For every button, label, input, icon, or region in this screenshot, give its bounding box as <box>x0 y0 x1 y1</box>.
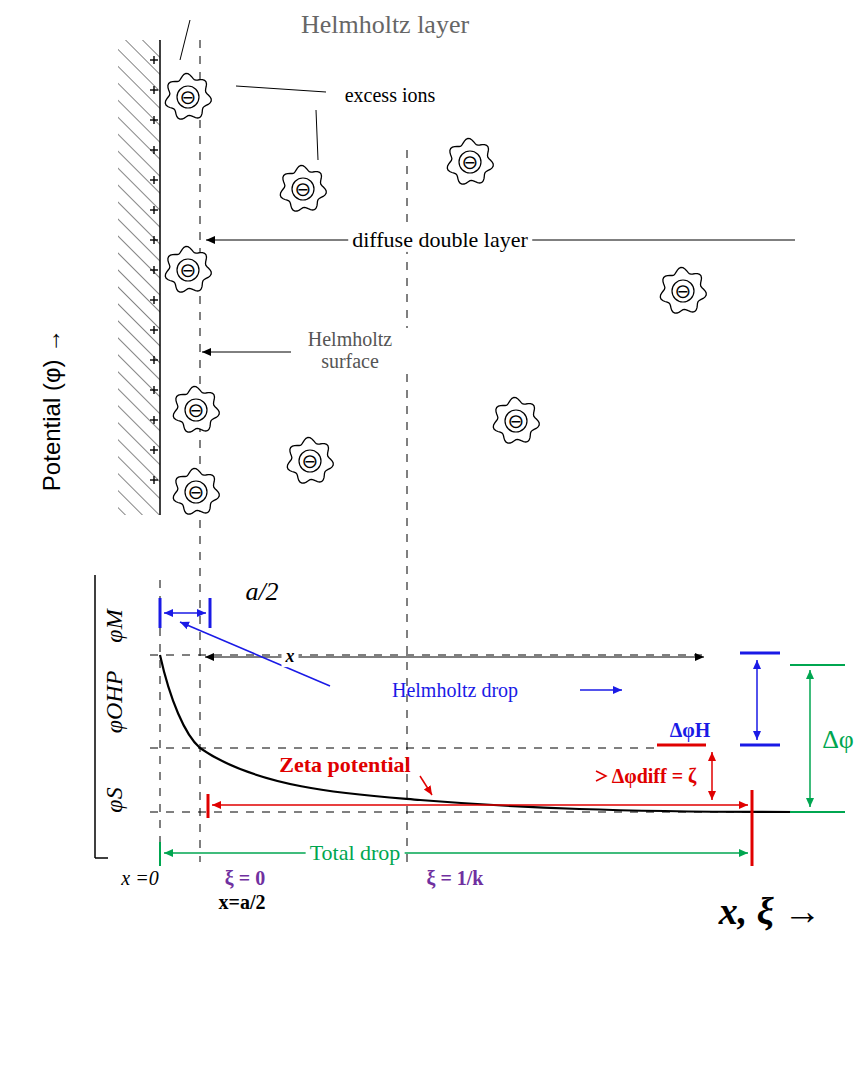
ion-charge: ⊖ <box>488 393 544 449</box>
ion-charge: ⊖ <box>442 134 498 190</box>
region-label: Helmholtz layer <box>301 11 469 40</box>
potential-level: φOHP <box>101 671 127 734</box>
region-label: diffuse double layer <box>348 228 532 252</box>
axis-tick-label: x=a/2 <box>219 891 266 913</box>
dimension-label: a/2 <box>245 578 278 607</box>
excess-ion: ⊖ <box>160 69 216 125</box>
excess-ion: ⊖ <box>282 433 338 489</box>
ion-charge: ⊖ <box>282 433 338 489</box>
potential-level: φS <box>101 787 127 812</box>
ion-charge: ⊖ <box>275 161 331 217</box>
ion-charge: ⊖ <box>160 242 216 298</box>
distance-label: x <box>282 647 299 667</box>
excess-ion: ⊖ <box>160 242 216 298</box>
excess-ion: ⊖ <box>168 382 224 438</box>
callout-label: excess ions <box>345 84 436 106</box>
excess-ion: ⊖ <box>442 134 498 190</box>
axis-title: Potential (φ) → <box>39 329 65 491</box>
drop-label: Δφdiff = ζ <box>612 765 697 787</box>
ion-charge: ⊖ <box>168 382 224 438</box>
ion-charge: ⊖ <box>160 69 216 125</box>
ion-charge: ⊖ <box>168 464 224 520</box>
axis-title: x, ξ → <box>719 891 822 933</box>
excess-ion: ⊖ <box>275 161 331 217</box>
excess-ion: ⊖ <box>488 393 544 449</box>
excess-ion: ⊖ <box>655 263 711 319</box>
drop-label: Zeta potential <box>279 753 410 777</box>
axis-tick-label: ξ = 0 <box>225 867 265 889</box>
potential-level: φM <box>101 609 127 642</box>
axis-tick-label: ξ = 1/k <box>427 867 484 889</box>
ion-charge: ⊖ <box>655 263 711 319</box>
drop-label: Δφ <box>822 726 854 755</box>
excess-ion: ⊖ <box>168 464 224 520</box>
drop-label: ΔφH <box>670 719 711 741</box>
axis-tick-label: x =0 <box>121 867 158 889</box>
callout-label: Helmholtz surface <box>291 328 409 372</box>
drop-label: Helmholtz drop <box>392 679 518 701</box>
drop-label: Total drop <box>306 841 405 865</box>
